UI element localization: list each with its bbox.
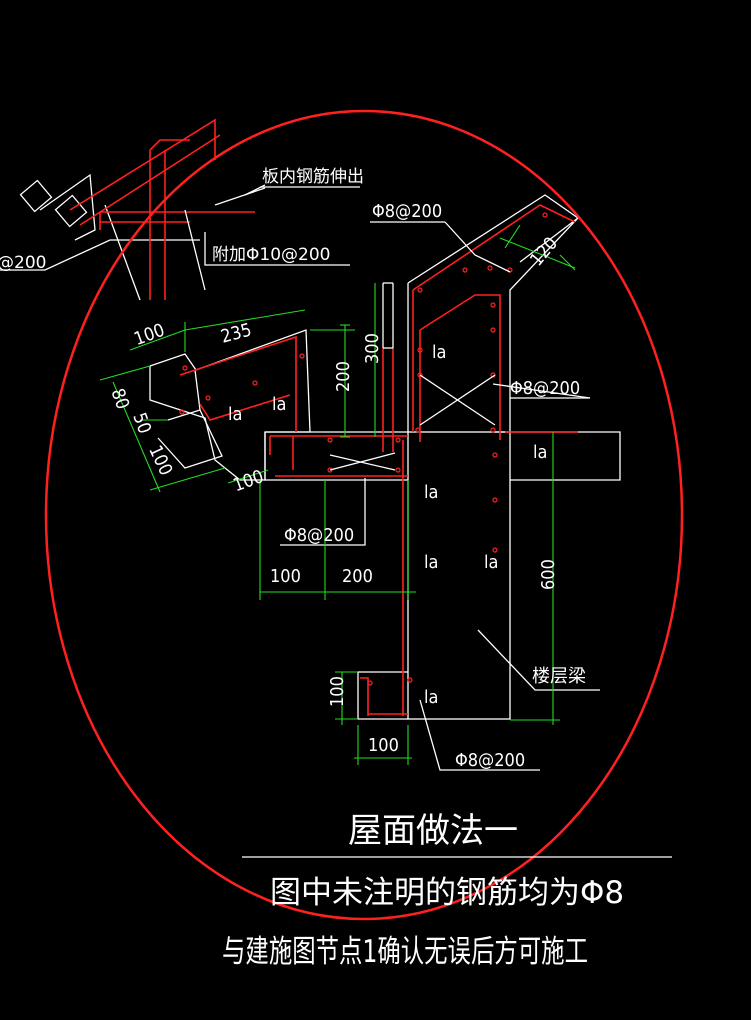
label-mid-stirrup: Φ8@200 [510,378,580,399]
label-la-6: la [424,552,438,573]
label-la-5: la [424,482,438,503]
label-la-8: la [424,687,438,708]
label-dim-100b: 100 [144,442,176,479]
label-dim-100d: 100 [270,566,301,587]
label-dim-100c: 100 [230,466,266,496]
label-left-stirrup: Φ8@200 [284,525,354,546]
label-dim-200v: 200 [333,361,354,392]
label-dim-200h: 200 [342,566,373,587]
label-spacing-left: @200 [0,253,46,273]
label-la-2: la [272,394,286,415]
label-la-7: la [484,552,498,573]
highlight-ellipse [44,109,684,921]
note-1: 图中未注明的钢筋均为Φ8 [270,875,624,911]
label-additional-bar: 附加Φ10@200 [212,245,330,265]
leader-lines [280,221,600,771]
partial-adjacent-detail [0,118,360,301]
label-bar-extend: 板内钢筋伸出 [262,167,364,187]
label-floor-beam: 楼层梁 [532,666,586,687]
label-bottom-stirrup: Φ8@200 [455,750,525,771]
title-main: 屋面做法一 [348,811,518,851]
label-top-stirrup: Φ8@200 [372,201,442,222]
label-la-4: la [533,442,547,463]
label-dim-100v: 100 [327,676,348,707]
label-dim-50: 50 [128,410,155,437]
label-dim-100e: 100 [368,735,399,756]
label-la-3: la [228,404,242,425]
label-dim-100a: 100 [131,320,167,350]
label-dim-80: 80 [106,386,133,413]
note-2: 与建施图节点1确认无误后方可施工 [222,934,588,970]
label-dim-300v: 300 [362,333,383,364]
label-la-1: la [432,342,446,363]
label-dim-600v: 600 [538,559,559,590]
dimension-lines [99,224,576,765]
rebar-lines [179,204,578,716]
structure-outline [149,194,621,720]
title-block: 屋面做法一 图中未注明的钢筋均为Φ8 与建施图节点1确认无误后方可施工 [222,811,624,970]
label-dim-120: 120 [526,233,562,270]
